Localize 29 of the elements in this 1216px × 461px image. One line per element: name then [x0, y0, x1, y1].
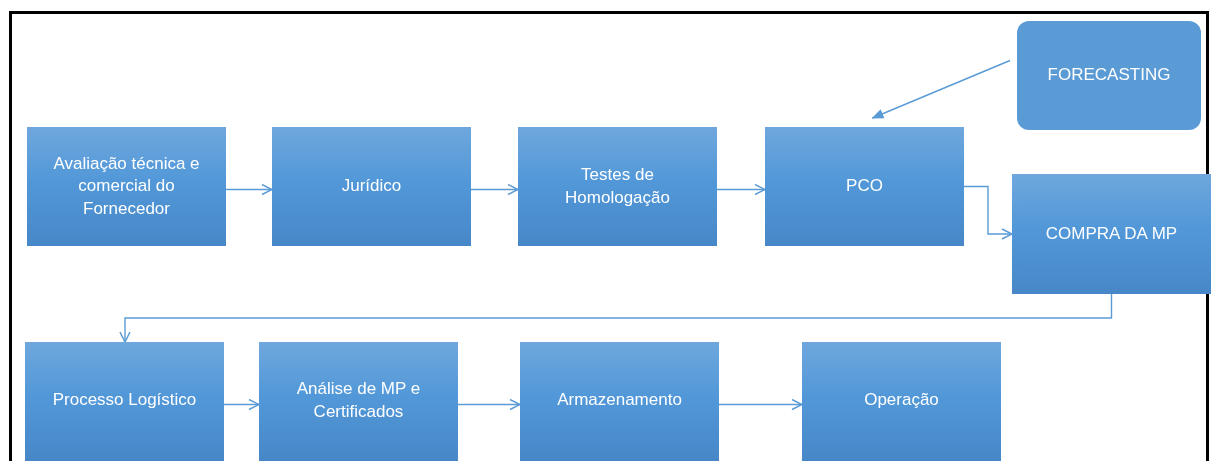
box-label: Armazenamento	[556, 389, 683, 412]
arrow	[470, 183, 519, 196]
arrow	[457, 398, 521, 411]
process-box	[272, 127, 471, 246]
box-label: Operação	[863, 389, 940, 412]
arrow	[718, 398, 803, 411]
process-box	[1017, 21, 1201, 130]
process-box	[520, 342, 719, 461]
process-box	[1012, 174, 1211, 294]
process-box	[802, 342, 1001, 461]
box-label: Avaliação técnica e comercial do Fornecedor	[52, 153, 201, 220]
arrow	[871, 59, 1011, 119]
process-box	[765, 127, 964, 246]
process-box	[518, 127, 717, 246]
box-label: Jurídico	[340, 175, 403, 198]
arrow	[963, 185, 1013, 240]
box-label: Análise de MP e Certificados	[295, 378, 422, 423]
process-box	[259, 342, 458, 461]
box-label: PCO	[845, 175, 884, 198]
process-box	[27, 127, 226, 246]
box-label: COMPRA DA MP	[1044, 222, 1179, 245]
box-label: Testes de Homologação	[564, 164, 671, 209]
arrow	[119, 293, 1113, 343]
arrow	[716, 183, 766, 196]
box-label: FORECASTING	[1046, 64, 1172, 87]
box-label: Processo Logístico	[51, 389, 198, 412]
arrow	[223, 398, 260, 411]
process-box	[25, 342, 224, 461]
arrow	[225, 183, 273, 196]
